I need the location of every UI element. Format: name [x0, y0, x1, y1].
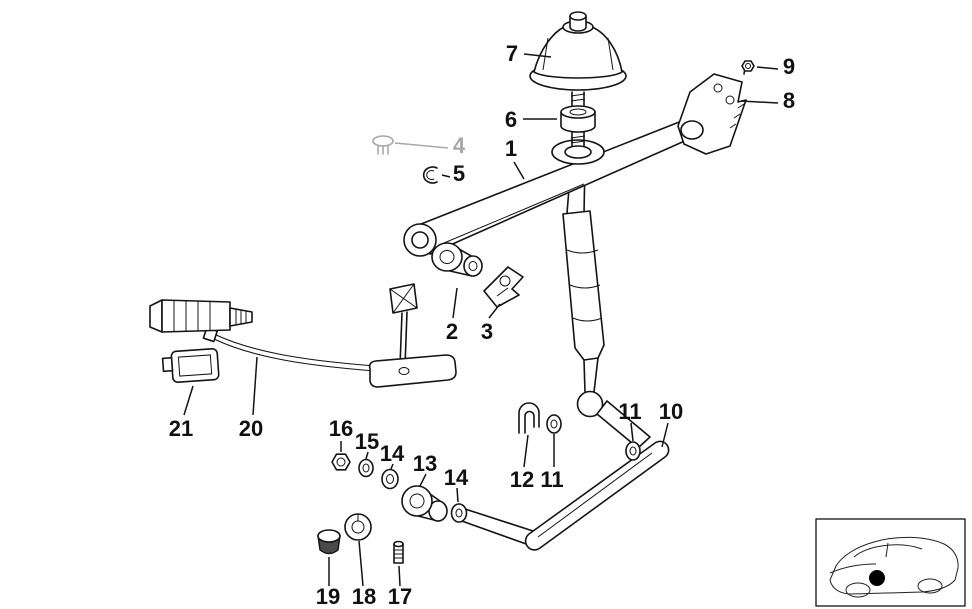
clip-4-drawing: [372, 135, 394, 155]
connector-drawing: [161, 347, 220, 384]
washer-14b-drawing: [450, 503, 468, 523]
car-side-icon: [829, 536, 959, 598]
part-label-8[interactable]: 8: [783, 88, 795, 113]
part-label-15[interactable]: 15: [355, 429, 379, 454]
washer-11-left-drawing: [546, 414, 562, 434]
leader-lines: [183, 53, 779, 587]
shift-lever-drawing: [403, 112, 715, 257]
shift-boot-drawing: [529, 11, 627, 91]
part-label-1[interactable]: 1: [505, 136, 517, 161]
bushing-2-drawing: [431, 242, 483, 277]
shift-rod-lower-drawing: [458, 440, 670, 551]
part-label-19[interactable]: 19: [316, 584, 340, 609]
bushing-13-drawing: [401, 485, 448, 522]
part-label-14a[interactable]: 14: [380, 441, 405, 466]
part-label-14b[interactable]: 14: [444, 465, 469, 490]
part-label-11b[interactable]: 11: [618, 399, 641, 424]
part-labels: 7 9 8 6 4 1 5 2 3 21 20 16 15 14 13 14 1…: [169, 41, 795, 609]
lever-eye-drawing: [551, 139, 605, 165]
part-label-3[interactable]: 3: [481, 319, 493, 344]
nut-9-drawing: [741, 60, 755, 72]
part-label-12[interactable]: 12: [510, 467, 534, 492]
nut-16-drawing: [331, 453, 351, 471]
part-label-4[interactable]: 4: [453, 133, 466, 158]
washer-14a-drawing: [381, 468, 399, 490]
pin-17-drawing: [393, 540, 404, 564]
clip-5-drawing: [422, 166, 438, 184]
selector-lever-drawing: [368, 283, 457, 388]
part-label-7[interactable]: 7: [506, 41, 518, 66]
part-label-5[interactable]: 5: [453, 161, 465, 186]
bushing-6-drawing: [560, 105, 596, 133]
part-label-11a[interactable]: 11: [540, 467, 563, 492]
part-label-10[interactable]: 10: [659, 399, 683, 424]
part-label-18[interactable]: 18: [352, 584, 376, 609]
clevis-clip-drawing: [518, 402, 540, 434]
part-label-20[interactable]: 20: [239, 416, 263, 441]
car-location-thumbnail[interactable]: [815, 518, 966, 607]
switch-drawing: [149, 299, 253, 333]
part-label-21[interactable]: 21: [169, 416, 193, 441]
part-label-2[interactable]: 2: [446, 319, 458, 344]
washer-15-drawing: [358, 458, 374, 478]
part-label-16[interactable]: 16: [329, 416, 353, 441]
part-label-17[interactable]: 17: [388, 584, 412, 609]
bearing-ring-18-drawing: [344, 513, 372, 541]
part-label-13[interactable]: 13: [413, 451, 437, 476]
part-label-6[interactable]: 6: [505, 107, 517, 132]
part-label-9[interactable]: 9: [783, 54, 795, 79]
cap-19-drawing: [317, 529, 341, 555]
bracket-8-drawing: [677, 61, 747, 155]
clamp-3-drawing: [483, 266, 524, 308]
position-dot-icon: [869, 570, 885, 586]
washer-11-right-drawing: [625, 441, 641, 461]
